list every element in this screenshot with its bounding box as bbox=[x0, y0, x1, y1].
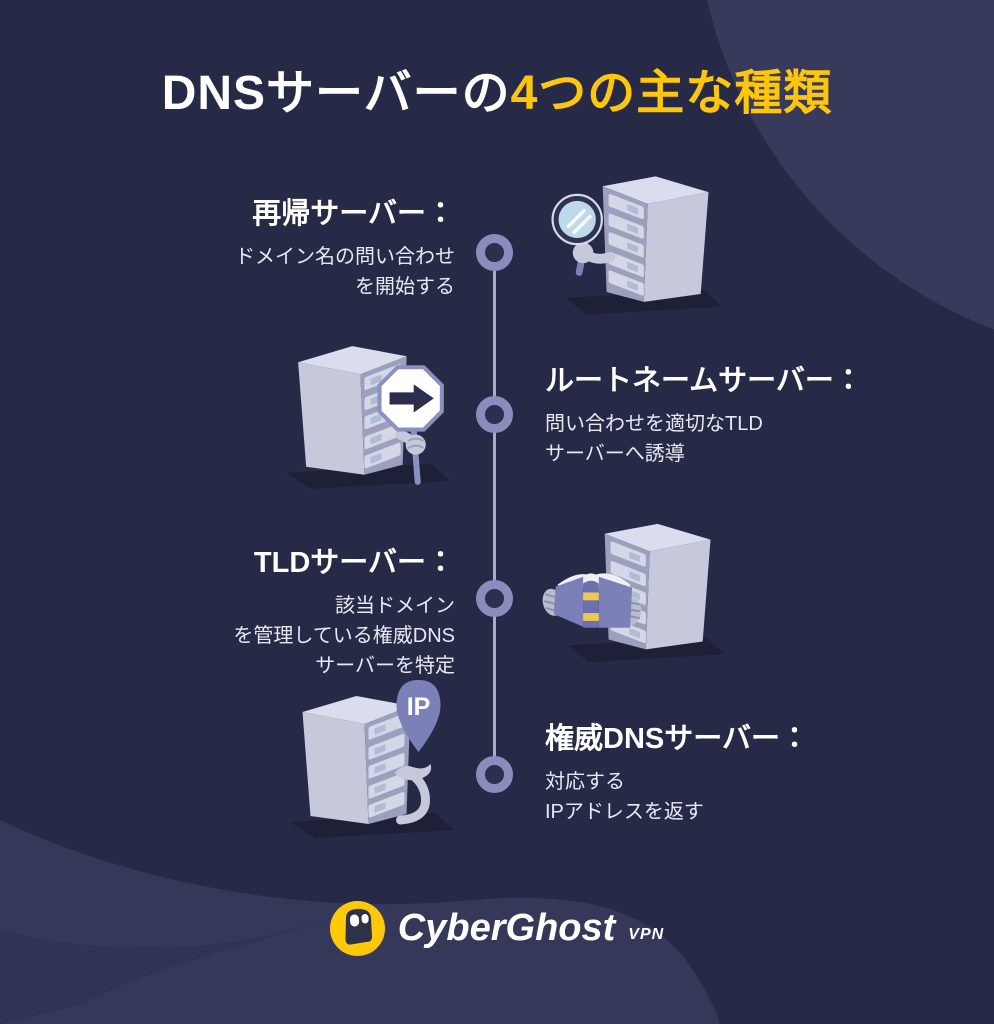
timeline-line bbox=[493, 252, 496, 774]
timeline-node-4 bbox=[476, 756, 513, 793]
bottom-wave-accent bbox=[0, 905, 360, 1024]
cyberghost-ghost-icon bbox=[329, 901, 385, 956]
section-recursive-body: ドメイン名の問い合わせ を開始する bbox=[235, 245, 455, 298]
corner-blob-shape bbox=[707, 0, 994, 330]
section-rootname-heading: ルートネームサーバー： bbox=[545, 365, 863, 397]
timeline-node-3 bbox=[476, 580, 513, 617]
brand-logo: CyberGhost VPN bbox=[0, 901, 994, 956]
brand-wordmark: CyberGhost bbox=[397, 907, 616, 949]
page-title: DNSサーバーの4つの主な種類 bbox=[0, 67, 994, 121]
server-ip-pin-illustration: IP bbox=[276, 672, 482, 848]
timeline-node-1 bbox=[476, 234, 513, 271]
section-rootname-text: ルートネームサーバー： 問い合わせを適切なTLD サーバーへ誘導 bbox=[545, 364, 925, 469]
server-sign-illustration bbox=[272, 338, 478, 494]
title-white: DNSサーバーの bbox=[161, 67, 511, 120]
section-tld-text: TLDサーバー： 該当ドメイン を管理している権威DNS サーバーを特定 bbox=[105, 546, 455, 681]
ip-pin-label: IP bbox=[407, 693, 431, 721]
brand-vpn-label: VPN bbox=[628, 926, 665, 943]
server-book-illustration bbox=[540, 514, 736, 670]
server-shadow bbox=[286, 463, 451, 489]
section-tld-heading: TLDサーバー： bbox=[253, 547, 455, 579]
section-authoritative-heading: 権威DNSサーバー： bbox=[545, 723, 809, 755]
ip-pin-icon: IP bbox=[394, 680, 441, 825]
section-authoritative-body: 対応する IPアドレスを返す bbox=[545, 770, 704, 823]
section-tld-body: 該当ドメイン を管理している権威DNS サーバーを特定 bbox=[233, 594, 455, 677]
magnifier-icon bbox=[551, 193, 616, 276]
server-magnifier-illustration bbox=[538, 168, 734, 321]
direction-sign-icon bbox=[377, 365, 444, 485]
arrow-right-icon bbox=[389, 384, 434, 413]
section-recursive-heading: 再帰サーバー： bbox=[252, 198, 455, 230]
section-rootname-body: 問い合わせを適切なTLD サーバーへ誘導 bbox=[545, 412, 763, 465]
server-tower bbox=[302, 696, 411, 824]
server-tower bbox=[602, 176, 709, 302]
section-authoritative-text: 権威DNSサーバー： 対応する IPアドレスを返す bbox=[545, 722, 925, 827]
timeline-node-2 bbox=[476, 396, 513, 433]
section-recursive-text: 再帰サーバー： ドメイン名の問い合わせ を開始する bbox=[140, 197, 455, 302]
title-accent: 4つの主な種類 bbox=[510, 67, 833, 120]
open-book-icon bbox=[542, 573, 642, 628]
